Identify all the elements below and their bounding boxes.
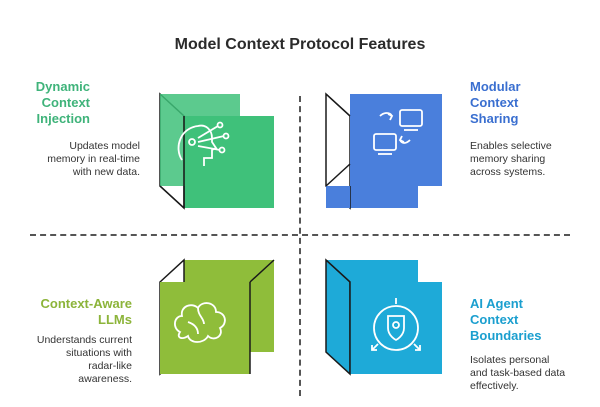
brain-icon xyxy=(174,302,226,343)
dynamic-context-injection-cube xyxy=(159,92,274,210)
brain-network-icon xyxy=(177,121,230,166)
ai-agent-context-boundaries-heading: AI Agent Context Boundaries xyxy=(470,296,542,343)
ai-agent-context-boundaries-cube xyxy=(325,258,442,376)
modular-context-sharing-cube xyxy=(325,92,442,210)
dynamic-context-injection-heading: Dynamic Context Injection xyxy=(35,79,90,126)
context-aware-llms-cube xyxy=(159,258,275,376)
shield-arrows-icon xyxy=(371,298,421,351)
modular-context-sharing-heading: Modular Context Sharing xyxy=(470,79,521,126)
context-aware-llms-heading: Context-Aware LLMs xyxy=(40,296,132,327)
modular-context-sharing-description: Enables selective memory sharing across … xyxy=(470,140,552,178)
context-aware-llms-description: Understands current situations with rada… xyxy=(36,334,132,385)
ai-agent-context-boundaries-description: Isolates personal and task-based data ef… xyxy=(470,354,566,392)
vertical-divider xyxy=(299,96,301,396)
dynamic-context-injection-description: Updates model memory in real-time with n… xyxy=(47,140,140,178)
computers-exchange-icon xyxy=(373,109,423,155)
page-title: Model Context Protocol Features xyxy=(174,36,426,53)
